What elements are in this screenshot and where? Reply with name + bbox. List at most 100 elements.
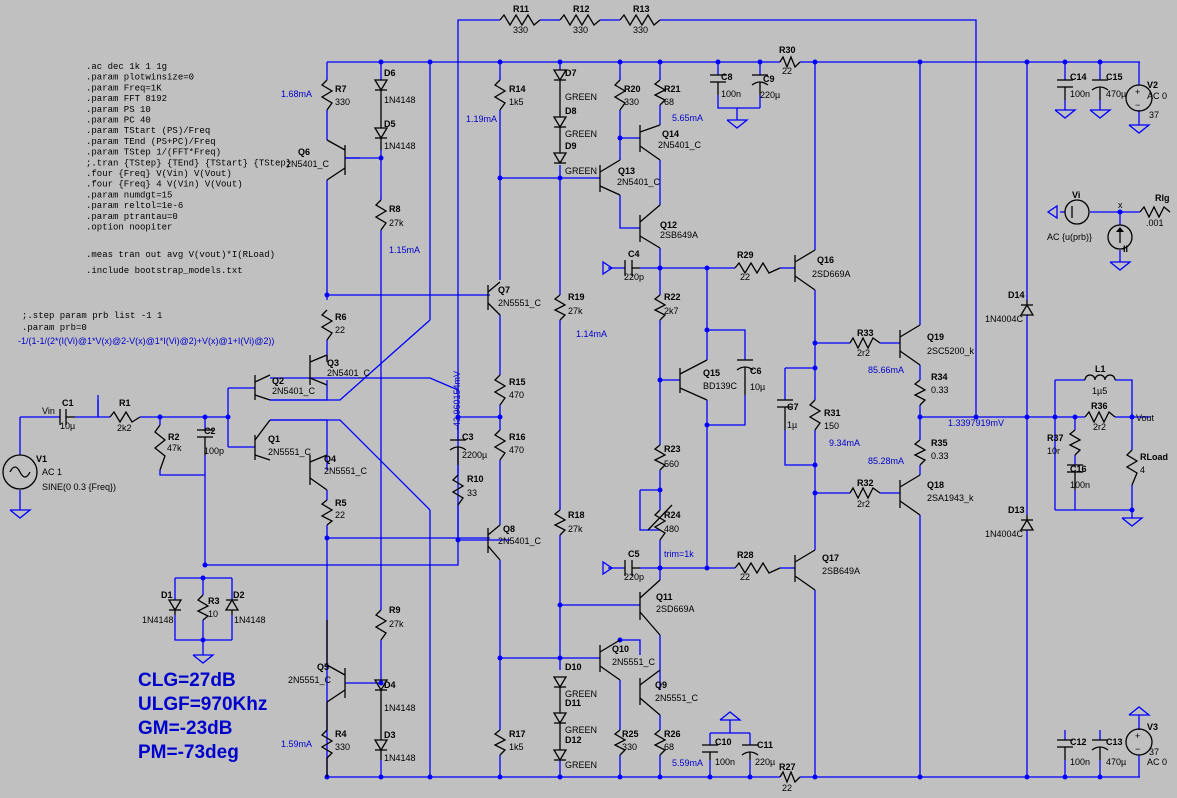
prb-directive: .param prb=0 <box>22 323 87 333</box>
label-r15: R15 <box>509 377 526 387</box>
value-d7: GREEN <box>565 92 597 102</box>
directive-line: .param Freq=1K <box>86 83 162 93</box>
svg-text:−: − <box>1135 744 1140 754</box>
value-r20: 330 <box>624 97 639 107</box>
value-r34: 0.33 <box>931 385 949 395</box>
label-r20: R20 <box>624 84 641 94</box>
probe-annotations: 1.68mA1.59mA1.15mA1.19mA1.14mA5.65mA5.59… <box>281 89 1004 768</box>
label-c3: C3 <box>462 432 474 442</box>
directive-line: .param PS 10 <box>86 105 151 115</box>
value-q17: 2SB649A <box>822 566 860 576</box>
label-r30: R30 <box>779 45 796 55</box>
probe-q6: 1.68mA <box>281 89 312 99</box>
spice-directives: .ac dec 1k 1 1g.param plotwinsize=0.para… <box>86 62 291 233</box>
probe-r14: 1.19mA <box>466 114 497 124</box>
value-q6: 2N5401_C <box>286 159 330 169</box>
probe-r31: 9.34mA <box>829 438 860 448</box>
value-q12: 2SB649A <box>660 230 698 240</box>
value-q13: 2N5401_C <box>617 177 661 187</box>
value-d1: 1N4148 <box>142 615 174 625</box>
label-c2: C2 <box>204 426 216 436</box>
value-r29: 22 <box>740 272 750 282</box>
value-r11: 330 <box>513 25 528 35</box>
label-r21: R21 <box>664 84 681 94</box>
value-r6: 22 <box>335 325 345 335</box>
label-r22: R22 <box>664 292 681 302</box>
value-c3: 2200µ <box>462 450 487 460</box>
value-r30: 22 <box>782 66 792 76</box>
label-ii: Ii <box>1123 244 1128 254</box>
label-d11: D11 <box>565 698 581 708</box>
value-q5: 2N5551_C <box>288 675 332 685</box>
value-c11: 220µ <box>755 757 775 767</box>
label-r16: R16 <box>509 432 526 442</box>
label-d3: D3 <box>384 730 396 740</box>
label-c14: C14 <box>1070 72 1087 82</box>
value-r2: 47k <box>167 443 182 453</box>
label-q7: Q7 <box>498 285 510 295</box>
label-r2: R2 <box>168 432 180 442</box>
label-q5: Q5 <box>317 662 329 672</box>
value-c16: 100n <box>1070 480 1090 490</box>
label-r23: R23 <box>664 444 681 454</box>
net-vout: Vout <box>1136 413 1155 423</box>
label-r8: R8 <box>389 204 401 214</box>
value-r16: 470 <box>509 445 524 455</box>
label-d6: D6 <box>384 68 396 78</box>
label-r12: R12 <box>573 4 590 14</box>
label-c12: C12 <box>1070 737 1087 747</box>
net-x: x <box>1118 200 1123 210</box>
label-q6: Q6 <box>298 147 310 157</box>
step-directive: ;.step param prb list -1 1 <box>22 311 162 321</box>
label-q16: Q16 <box>817 255 834 265</box>
label-q4: Q4 <box>324 454 336 464</box>
value-q19: 2SC5200_k <box>927 346 975 356</box>
directive-line: .param FFT 8192 <box>86 94 167 104</box>
value-q18: 2SA1943_k <box>927 493 974 503</box>
value-v2b: 37 <box>1149 110 1159 120</box>
label-r25: R25 <box>622 729 639 739</box>
probe-r8: 1.15mA <box>389 245 420 255</box>
label-q13: Q13 <box>618 166 635 176</box>
value-r17: 1k5 <box>509 742 524 752</box>
label-q8: Q8 <box>503 524 515 534</box>
label-r6: R6 <box>335 312 347 322</box>
label-r19: R19 <box>568 292 585 302</box>
label-q10: Q10 <box>612 644 629 654</box>
result-line: CLG=27dB <box>138 670 236 691</box>
label-r5: R5 <box>335 498 347 508</box>
value-d12: GREEN <box>565 760 597 770</box>
value-d10: GREEN <box>565 689 597 699</box>
value-r4: 330 <box>335 742 350 752</box>
value-q2: 2N5401_C <box>272 386 316 396</box>
value-r3: 10 <box>208 609 218 619</box>
include-directive: .include bootstrap_models.txt <box>86 266 243 276</box>
label-d9: D9 <box>565 141 577 151</box>
value-r32: 2r2 <box>857 499 870 509</box>
value-r7: 330 <box>335 97 350 107</box>
value-r26: 68 <box>664 742 674 752</box>
label-q12: Q12 <box>660 220 677 230</box>
probe-r19: 1.14mA <box>576 329 607 339</box>
component-labels: R11330R12330R13330R3022R7330D61N4148D51N… <box>36 4 1170 793</box>
label-q15: Q15 <box>703 368 720 378</box>
label-r36: R36 <box>1091 401 1108 411</box>
label-c16: C16 <box>1070 464 1087 474</box>
value-c7: 1µ <box>787 420 797 430</box>
label-r28: R28 <box>737 550 754 560</box>
value-d9: GREEN <box>565 166 597 176</box>
directive-line: .four {Freq} 4 V(Vin) V(Vout) <box>86 180 243 190</box>
value-r9: 27k <box>389 619 404 629</box>
result-line: ULGF=970Khz <box>138 694 267 715</box>
value-c13: 470µ <box>1106 757 1126 767</box>
label-d14: D14 <box>1008 290 1025 300</box>
probe-c3: -43.960154mV <box>452 371 462 430</box>
value-rload: 4 <box>1140 465 1145 475</box>
probe-r26: 5.59mA <box>672 758 703 768</box>
value-d4: 1N4148 <box>384 703 416 713</box>
directive-line: .param TStart (PS)/Freq <box>86 126 210 136</box>
label-l1: L1 <box>1095 364 1106 374</box>
value-q1: 2N5551_C <box>268 447 312 457</box>
